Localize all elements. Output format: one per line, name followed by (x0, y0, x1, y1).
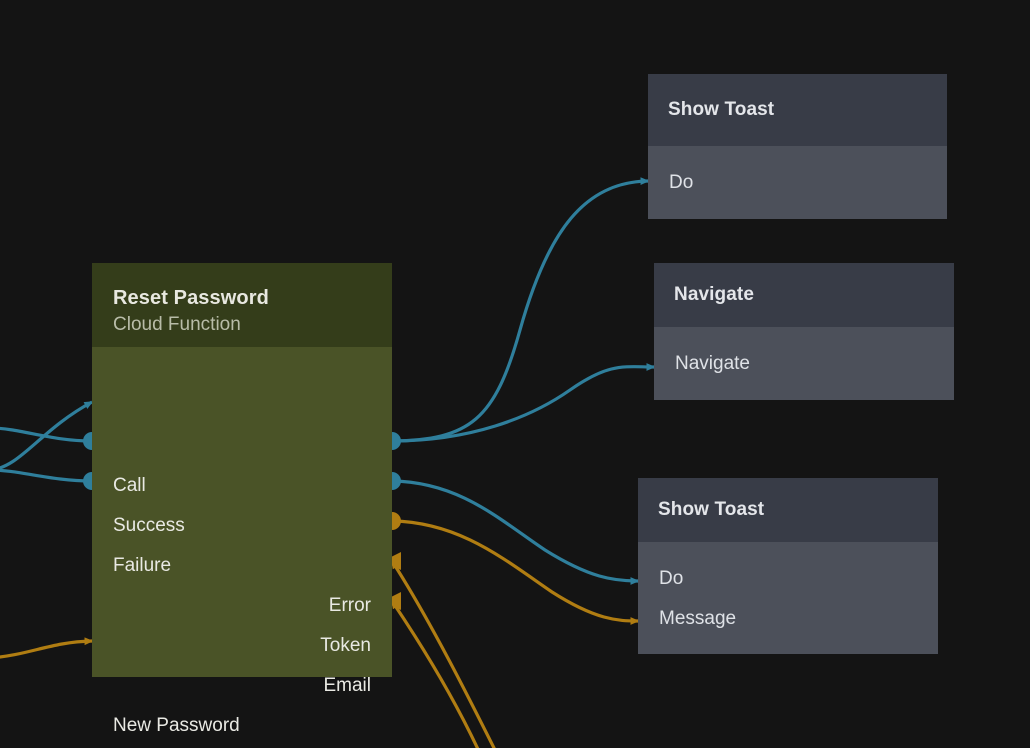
port-label-success[interactable]: Success (113, 515, 185, 536)
wire-error-to-toast2-message (391, 519, 640, 625)
node-body-navigate: Navigate (654, 327, 954, 400)
wire-in-token (390, 559, 496, 748)
port-label-new-password[interactable]: New Password (113, 715, 240, 736)
node-header-reset-password[interactable]: Reset Password Cloud Function (92, 263, 392, 347)
node-header-navigate[interactable]: Navigate (654, 263, 954, 327)
node-navigate[interactable]: Navigate Navigate (654, 263, 954, 400)
port-label-navigate[interactable]: Navigate (675, 353, 750, 374)
node-title: Show Toast (658, 499, 765, 520)
port-label-call[interactable]: Call (113, 475, 146, 496)
node-reset-password[interactable]: Reset Password Cloud Function Call Succe… (92, 263, 392, 735)
node-subtitle: Cloud Function (113, 314, 241, 335)
wire-in-call (0, 400, 94, 470)
node-body-show-toast-2: Do Message (638, 542, 938, 654)
wire-exec-to-toast1-do (391, 177, 650, 443)
port-label-token[interactable]: Token (320, 635, 371, 656)
node-body-show-toast-1: Do (648, 146, 947, 219)
wire-in-success (0, 426, 93, 443)
port-label-email[interactable]: Email (323, 675, 371, 696)
port-label-message[interactable]: Message (659, 608, 737, 629)
port-label-error[interactable]: Error (328, 595, 371, 616)
node-header-show-toast-1[interactable]: Show Toast (648, 74, 947, 146)
node-title: Reset Password (113, 287, 269, 309)
wire-in-failure (0, 468, 93, 483)
wire-in-new-password (0, 637, 94, 659)
node-show-toast-1[interactable]: Show Toast Do (648, 74, 947, 219)
node-title: Show Toast (668, 99, 775, 120)
port-label-do[interactable]: Do (669, 172, 694, 193)
port-label-failure[interactable]: Failure (113, 555, 172, 576)
wire-in-email (390, 599, 480, 748)
wire-exec-to-toast2-do (391, 479, 640, 585)
node-show-toast-2[interactable]: Show Toast Do Message (638, 478, 938, 654)
node-title: Navigate (674, 284, 755, 305)
node-header-show-toast-2[interactable]: Show Toast (638, 478, 938, 542)
wire-exec-to-navigate (391, 363, 656, 443)
node-body-reset-password: Call Success Failure New Password Error … (92, 347, 392, 735)
port-label-do[interactable]: Do (659, 568, 684, 589)
